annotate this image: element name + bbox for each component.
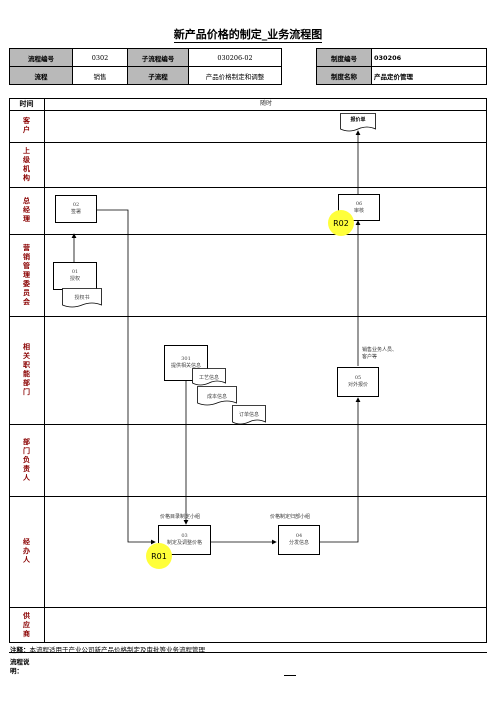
footer-note-text: 本流程适用于产业公司新产品价格制定及审批等业务流程管理 bbox=[29, 646, 206, 654]
lane-general-manager: 总 经 理 bbox=[9, 187, 45, 234]
lane-marketing-committee: 营 销 管 理 委 员 会 bbox=[9, 234, 45, 316]
subflow-label: 子流程 bbox=[127, 66, 189, 85]
node-01-id: 01 bbox=[71, 269, 79, 275]
node-05-text: 对外报价 bbox=[347, 382, 368, 388]
lane-divider bbox=[9, 607, 487, 608]
node-301-provide-info: 301 提供相关信息 bbox=[164, 345, 208, 381]
lane-divider bbox=[9, 424, 487, 425]
footer-mark bbox=[284, 675, 296, 676]
lane-handler: 经 办 人 bbox=[9, 496, 45, 607]
node-03-text: 制定及调整价格 bbox=[166, 540, 202, 546]
node-04-id: 04 bbox=[295, 533, 303, 539]
lane-supplier: 供 应 商 bbox=[9, 607, 45, 643]
lane-superior: 上 级 机 构 bbox=[9, 142, 45, 187]
node-05-external-quote: 05 对外报价 bbox=[337, 367, 379, 397]
time-value: 随时 bbox=[259, 100, 272, 107]
node-02-id: 02 bbox=[72, 202, 80, 208]
lane-functional-dept: 相 关 职 能 部 门 bbox=[9, 316, 45, 424]
doc-order-shape bbox=[232, 405, 266, 425]
doc-process-shape bbox=[192, 368, 226, 386]
lane-divider bbox=[9, 142, 487, 143]
footer-note-label: 注释： bbox=[10, 646, 30, 654]
node-06-text: 审核 bbox=[353, 207, 364, 214]
page-title: 新产品价格的制定_业务流程图 bbox=[173, 28, 323, 43]
quote-doc-label: 报价单 bbox=[350, 117, 366, 123]
swimlane-grid bbox=[9, 98, 487, 643]
auth-doc-label: 授权书 bbox=[74, 295, 90, 301]
node-04-distribute: 04 分发信息 bbox=[278, 525, 320, 555]
risk-marker-r01: R01 bbox=[146, 543, 172, 569]
node-03-id: 03 bbox=[181, 533, 188, 539]
lane-divider bbox=[9, 234, 487, 235]
node-01-authorize: 01 授权 bbox=[53, 262, 97, 290]
flow-no-label: 流程编号 bbox=[9, 48, 73, 67]
node-301-text: 提供相关信息 bbox=[170, 363, 201, 369]
note-price-office-group: 价格制定归部小组 bbox=[270, 514, 311, 520]
node-04-text: 分发信息 bbox=[288, 540, 309, 546]
doc-process-label: 工艺信息 bbox=[198, 375, 219, 381]
header-table: 流程编号 0302 子流程编号 030206-02 制度编号 030206 流程… bbox=[9, 48, 487, 85]
auth-doc-shape bbox=[62, 288, 102, 308]
node-02-sign: 02 签署 bbox=[55, 195, 97, 223]
doc-cost-label: 成本信息 bbox=[206, 394, 227, 400]
node-02-text: 签署 bbox=[70, 209, 81, 215]
doc-order-label: 订单信息 bbox=[238, 412, 259, 418]
node-01-text: 授权 bbox=[69, 276, 80, 282]
risk-marker-r02: R02 bbox=[328, 210, 354, 236]
note-sales-staff: 销售业务人员、 客户等 bbox=[362, 347, 398, 360]
quote-doc-shape bbox=[340, 113, 376, 132]
lane-divider bbox=[9, 496, 487, 497]
doc-cost-shape bbox=[197, 386, 237, 406]
lane-divider bbox=[9, 110, 487, 111]
footer-note: 注释：本流程适用于产业公司新产品价格制定及审批等业务流程管理 bbox=[10, 644, 205, 654]
footer-divider bbox=[9, 652, 487, 653]
lane-customer: 客 户 bbox=[9, 110, 45, 142]
flow-label: 流程 bbox=[9, 66, 73, 85]
system-name-label: 制度名称 bbox=[316, 66, 372, 85]
node-301-id: 301 bbox=[181, 356, 191, 362]
lane-divider bbox=[9, 187, 487, 188]
note-price-small-group: 价格目录制定小组 bbox=[160, 514, 201, 520]
node-06-id: 06 bbox=[355, 200, 363, 207]
node-03-set-price: 03 制定及调整价格 bbox=[158, 525, 211, 555]
node-05-id: 05 bbox=[354, 375, 362, 381]
time-label: 时间 bbox=[9, 98, 45, 110]
footer-desc-label: 流程说 明： bbox=[10, 658, 30, 675]
lane-dept-head: 部 门 负 责 人 bbox=[9, 424, 45, 496]
system-name-value: 产品定价管理 bbox=[371, 66, 487, 85]
lane-divider bbox=[9, 316, 487, 317]
